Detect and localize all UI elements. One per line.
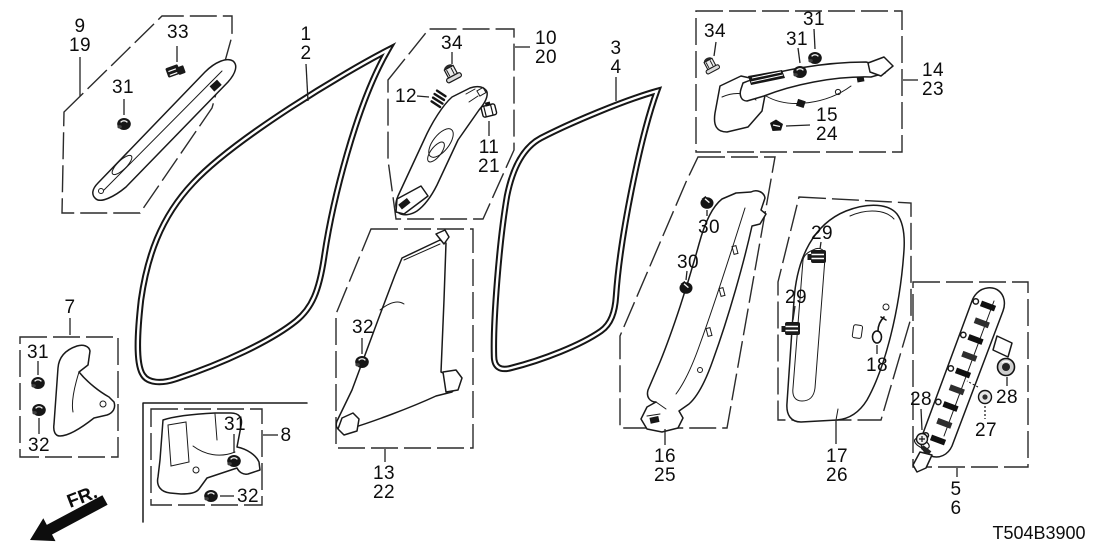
callout-11-21: 11 21 [478,137,500,177]
callout-box-10-20 [387,28,515,220]
part-a-pillar-garnish [92,58,237,201]
grommet-31-icon [30,376,46,390]
callout-3-4: 3 4 [610,38,622,78]
callout-box-5-6 [912,281,1029,468]
callout-1-2: 1 2 [300,24,312,64]
part-rear-door-opening-seal [490,86,663,373]
callout-32-a: 32 [28,435,50,456]
callout-18: 18 [866,355,888,376]
callout-28-b: 28 [996,387,1018,408]
part-cowl-side-lining-front [53,344,116,437]
callout-32-c: 32 [352,317,374,338]
bolt-28-icon [913,432,932,455]
callout-box-17-26 [777,196,912,421]
callout-13-22: 13 22 [373,463,395,503]
callout-box-8 [142,402,308,523]
part-quarter-lower-trim [786,204,905,423]
callout-33: 33 [167,22,189,43]
hook-18-icon [871,316,887,344]
fasteners [30,51,1016,503]
callout-17-26: 17 26 [826,446,848,486]
callout-31-c: 31 [786,29,808,50]
callout-16-25: 16 25 [654,446,676,486]
callout-29-b: 29 [785,287,807,308]
callout-box-13-22 [335,228,474,449]
callout-14-23: 14 23 [922,60,944,100]
callout-12: 12 [395,86,417,107]
clip-33-icon [165,64,186,78]
grommet-31-icon [226,454,242,468]
grommet-28-icon [996,357,1016,377]
diagram-code: T504B3900 [992,523,1085,543]
clip-15-icon [770,119,783,131]
clip-34-icon [443,64,463,84]
fr-arrow-icon [30,495,108,542]
grommet-32-icon [31,403,47,417]
callout-31-b: 31 [803,9,825,30]
grommet-32-icon [203,489,219,503]
leader-lines [37,28,1008,497]
clip-11-icon [480,101,498,118]
grommet-31-icon [807,51,823,65]
callout-9-19: 9 19 [69,16,91,56]
callout-29-a: 29 [811,223,833,244]
callout-34-b: 34 [704,21,726,42]
grommet-31-icon [792,65,808,79]
grommet-31-icon [116,117,132,131]
callout-30-a: 30 [698,217,720,238]
grommet-32-icon [354,355,370,369]
callout-10-20: 10 20 [535,28,557,68]
nut-27-icon [966,380,993,405]
callout-8: 8 [280,425,292,446]
callout-34-a: 34 [441,33,463,54]
callout-box-14-23 [695,10,903,153]
callout-32-b: 32 [237,486,259,507]
clip-30-icon [699,195,715,210]
part-front-door-opening-seal [134,42,397,386]
callout-7: 7 [64,297,76,318]
part-b-pillar-upper-garnish [395,85,488,216]
callout-15-24: 15 24 [816,105,838,145]
clip-29-icon [780,321,801,336]
fr-direction-indicator: FR. [30,482,108,542]
callout-box-7 [19,336,119,458]
callout-box-16-25 [619,156,776,429]
callout-28-a: 28 [910,389,932,410]
part-side-curtain-module [912,287,1013,473]
clip-34-icon [703,57,721,75]
spring-12-icon [430,89,447,109]
part-center-pillar-lower-trim [640,190,767,433]
callout-31-e: 31 [224,414,246,435]
callout-27: 27 [975,420,997,441]
callout-5-6: 5 6 [950,479,962,519]
callout-30-b: 30 [677,252,699,273]
callout-31-d: 31 [27,342,49,363]
part-cowl-side-lining-rear [156,412,261,495]
part-b-pillar-lower-garnish [335,229,463,436]
callout-31-a: 31 [112,77,134,98]
